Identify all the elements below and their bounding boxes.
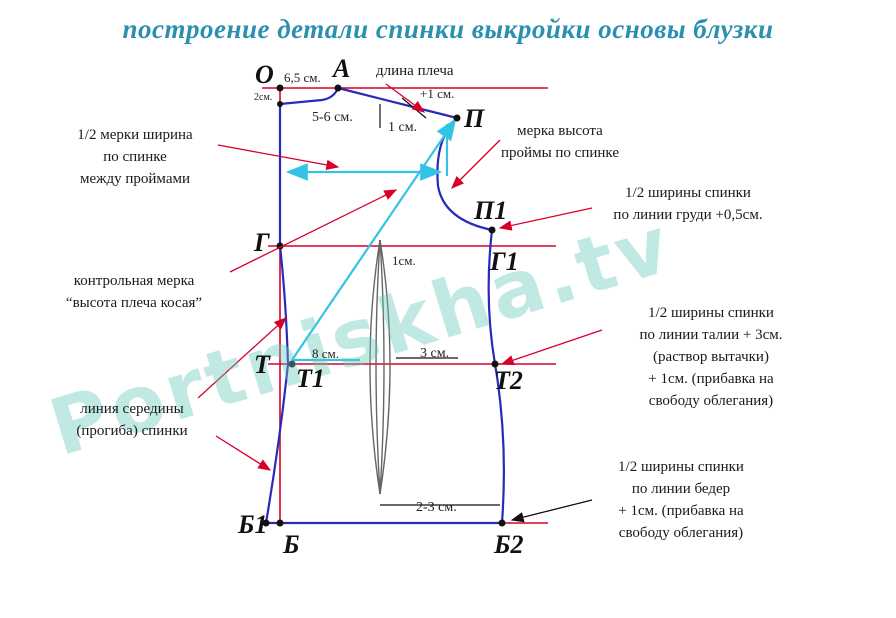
note-waist-line2: по линии талии + 3см. [639, 327, 783, 343]
note-back-width: 1/2 мерки ширина по спинке между проймам… [50, 124, 220, 190]
note-armhole-line1: мерка высота [517, 123, 603, 139]
diagram-title: построение детали спинки выкройки основы… [122, 14, 774, 44]
note-chest-line1: 1/2 ширины спинки [625, 185, 751, 201]
note-hip: 1/2 ширины спинки по линии бедер + 1см. … [566, 456, 796, 544]
point-b2-dot [498, 519, 506, 527]
waist-dart [369, 239, 391, 495]
point-b-label: Б [283, 530, 300, 559]
note-waist-line5: свободу облегания) [648, 393, 774, 409]
note-control-line1: контрольная мерка [73, 273, 195, 289]
note-back-width-line2: по спинке [103, 149, 167, 165]
point-b2-label: Б2 [494, 530, 524, 559]
point-p-dot [453, 114, 461, 122]
note-chest: 1/2 ширины спинки по линии груди +0,5см. [578, 182, 798, 226]
callout-arrows [197, 83, 603, 523]
dim-3: 3 см. [420, 346, 450, 361]
arrow-waist [500, 329, 603, 366]
note-center-line: линия середины (прогиба) спинки [52, 398, 212, 442]
dim-8: 8 см. [312, 346, 339, 361]
note-center-line1: линия середины [80, 401, 184, 417]
dim-5-6: 5-6 см. [312, 110, 353, 125]
note-hip-line1: 1/2 ширины спинки [618, 459, 744, 475]
arrow-control [229, 189, 398, 273]
note-center-line2: (прогиба) спинки [76, 423, 188, 439]
arrow-hip [510, 499, 593, 523]
note-waist-line4: + 1см. (прибавка на [648, 371, 774, 387]
note-shoulder-length: длина плеча [376, 63, 454, 79]
point-a-label: А [333, 54, 351, 83]
note-back-width-line3: между проймами [79, 171, 191, 187]
note-waist-line1: 1/2 ширины спинки [648, 305, 774, 321]
note-hip-line3: + 1см. (прибавка на [618, 503, 744, 519]
note-armhole-height: мерка высота проймы по спинке [470, 120, 650, 164]
point-t2-dot [491, 360, 499, 368]
dim-plus1: +1 см. [420, 86, 455, 101]
point-t1-label: Т1 [296, 364, 325, 393]
neckline-curve [279, 87, 340, 106]
point-b-dot [276, 519, 284, 527]
dim-2-3: 2-3 см. [416, 500, 457, 515]
point-o-dot [276, 84, 284, 92]
note-waist-line3: (раствор вытачки) [653, 349, 769, 365]
point-b1-label: Б1 [238, 510, 268, 539]
point-t2-label: Т2 [494, 366, 523, 395]
note-control: контрольная мерка “высота плеча косая” [34, 270, 234, 314]
dim-oa: 6,5 см. [284, 70, 321, 85]
note-waist: 1/2 ширины спинки по линии талии + 3см. … [596, 302, 826, 412]
dim-o-small: 2см. [254, 92, 273, 103]
arrow-center-2 [215, 435, 272, 471]
point-t1-dot [288, 360, 296, 368]
point-b1-dot [262, 519, 270, 527]
point-p1-dot [488, 226, 496, 234]
shoulder-line [337, 86, 458, 120]
dim-dart-1: 1см. [392, 253, 416, 268]
arrow-shoulder [385, 83, 426, 113]
point-p1-label: П1 [474, 196, 508, 225]
note-chest-line2: по линии груди +0,5см. [613, 207, 763, 223]
pattern-points [262, 84, 506, 527]
point-o-label: О [255, 60, 274, 89]
point-g1-label: Г1 [490, 247, 519, 276]
shoulder-slant-measure [291, 118, 457, 361]
measure-lines [285, 118, 457, 362]
arrow-armhole [451, 139, 501, 189]
note-hip-line2: по линии бедер [631, 481, 731, 497]
note-hip-line4: свободу облегания) [618, 525, 744, 541]
arrow-back-width [217, 144, 340, 171]
point-a-dot [334, 84, 342, 92]
point-start-dot [277, 101, 283, 107]
note-control-line2: “высота плеча косая” [65, 295, 203, 311]
note-armhole-line2: проймы по спинке [501, 145, 619, 161]
center-back-line [264, 104, 290, 524]
note-back-width-line1: 1/2 мерки ширина [77, 127, 193, 143]
arrow-chest [498, 207, 593, 231]
point-g-label: Г [254, 228, 270, 257]
point-t-label: Т [254, 350, 270, 379]
point-p-label: П [464, 104, 485, 133]
arrow-center [197, 317, 287, 399]
dim-1: 1 см. [388, 120, 418, 135]
